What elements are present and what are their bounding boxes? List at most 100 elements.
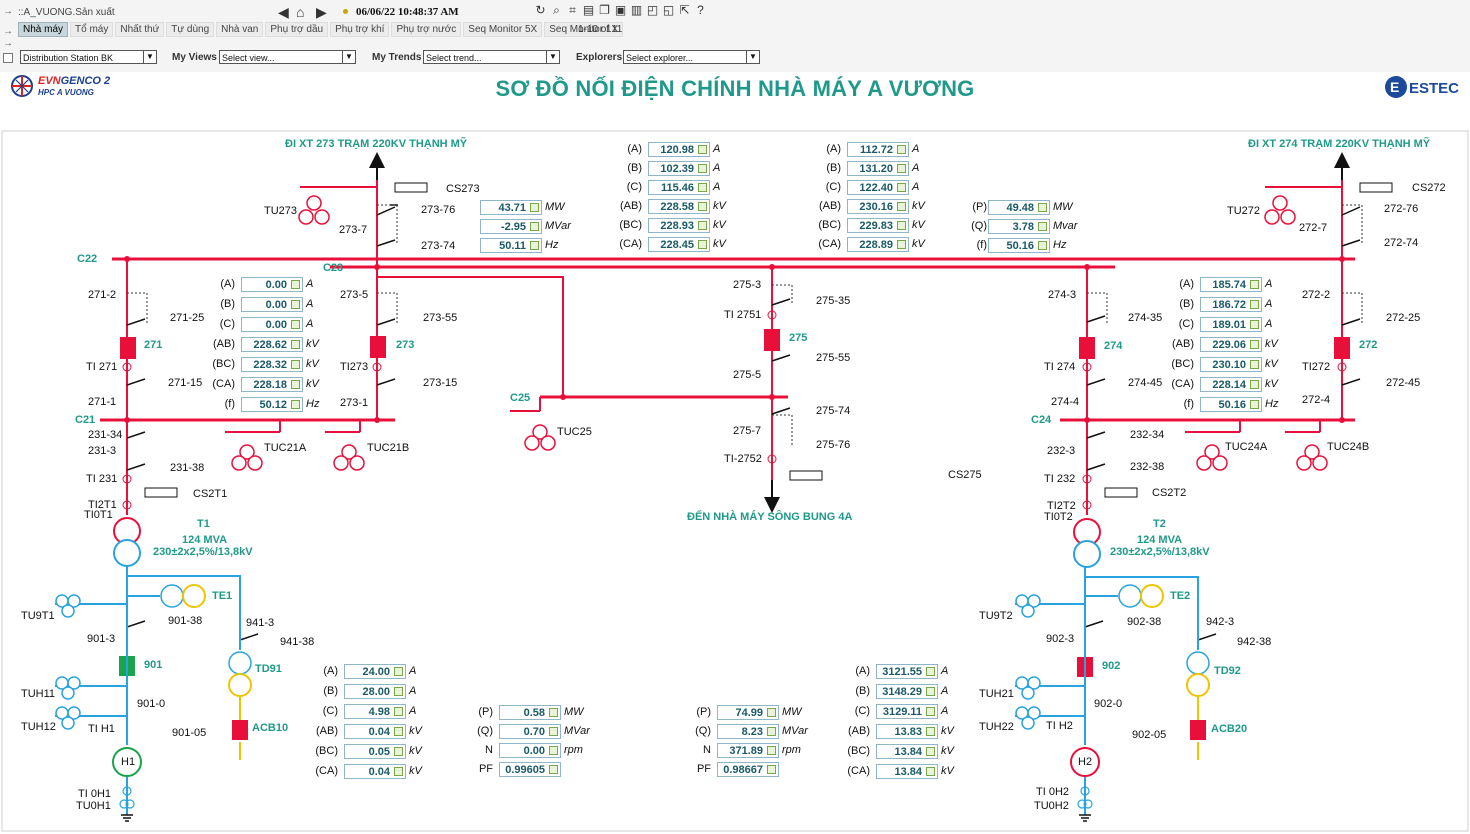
line273-iv-value[interactable]: 228.93 [648,218,710,233]
tab-phu-tro-khi[interactable]: Phụ trợ khí [330,22,390,37]
trend-icon[interactable] [767,746,776,755]
trend-icon[interactable] [1250,300,1259,309]
device-tag-272-74[interactable]: 272-74 [1384,237,1419,249]
trend-icon[interactable] [394,687,403,696]
h1-iv-value[interactable]: 28.00 [344,684,406,699]
device-tag-ti272[interactable]: TI272 [1302,361,1331,373]
device-tag-cs273[interactable]: CS273 [446,183,480,195]
tab-nhat-thu[interactable]: Nhất thứ [115,22,165,37]
line273-iv-value[interactable]: 228.45 [648,237,710,252]
bay274-value[interactable]: 50.16 [1200,397,1262,412]
expand-arrow-icon[interactable]: → [3,6,13,17]
line274-pq-value[interactable]: 49.48 [988,200,1050,215]
line273-iv-value[interactable]: 115.46 [648,180,710,195]
print-icon[interactable]: ▤ [582,3,595,17]
tab-phu-tro-nuoc[interactable]: Phụ trợ nước [391,22,462,37]
trend-icon[interactable] [291,300,300,309]
line274-iv-value[interactable]: 122.40 [847,180,909,195]
device-tag-cs2t1[interactable]: CS2T1 [193,488,228,500]
device-tag-273-1[interactable]: 273-1 [340,397,369,409]
bay274-value[interactable]: 185.74 [1200,277,1262,292]
device-tag-232-3[interactable]: 232-3 [1047,445,1076,457]
search-icon[interactable]: ⌕ [553,3,560,17]
trend-icon[interactable] [767,708,776,717]
device-tag-271-2[interactable]: 271-2 [88,289,117,301]
bay271-value[interactable]: 228.32 [241,357,303,372]
device-tag-tuc24b[interactable]: TUC24B [1327,441,1370,453]
trend-icon[interactable] [1250,320,1259,329]
tab-nha-van[interactable]: Nhà van [216,22,264,37]
device-tag-ti-274[interactable]: TI 274 [1044,361,1076,373]
trend-icon[interactable] [394,767,403,776]
line273-iv-value[interactable]: 228.58 [648,199,710,214]
device-tag-274-35[interactable]: 274-35 [1128,312,1163,324]
forward-icon[interactable]: ▶ [316,4,327,20]
device-tag-273-15[interactable]: 273-15 [423,377,458,389]
station-select[interactable]: Distribution Station BK▼ [20,50,157,64]
trend-icon[interactable] [394,667,403,676]
trend-icon[interactable] [897,240,906,249]
trend-icon[interactable] [291,380,300,389]
device-tag-901-0[interactable]: 901-0 [137,698,166,710]
trend-icon[interactable] [291,280,300,289]
trend-icon[interactable] [1250,380,1259,389]
device-tag-tuc21b[interactable]: TUC21B [367,442,410,454]
h2-pq-value[interactable]: 8.23 [717,724,779,739]
trend-icon[interactable]: ⌗ [569,3,576,17]
device-tag-cs272[interactable]: CS272 [1412,182,1446,194]
trend-icon[interactable] [1250,400,1259,409]
device-tag-901-05[interactable]: 901-05 [172,727,207,739]
device-tag-274-45[interactable]: 274-45 [1128,377,1163,389]
trend-icon[interactable] [767,765,776,774]
trend-icon[interactable] [1250,280,1259,289]
line273-pq-value[interactable]: 50.11 [480,238,542,253]
line274-iv-value[interactable]: 230.16 [847,199,909,214]
device-tag-232-34[interactable]: 232-34 [1130,429,1165,441]
device-tag-ti2t2[interactable]: TI2T2 [1047,500,1076,512]
h2-iv-value[interactable]: 3129.11 [876,704,938,719]
device-tag-tuc24a[interactable]: TUC24A [1225,441,1268,453]
bay271-value[interactable]: 0.00 [241,277,303,292]
row-arrow-icon[interactable]: → [3,38,13,49]
bay274-value[interactable]: 229.06 [1200,337,1262,352]
device-tag-271-15[interactable]: 271-15 [168,377,203,389]
device-tag-tuh21[interactable]: TUH21 [979,688,1014,700]
device-tag-274-3[interactable]: 274-3 [1048,289,1077,301]
h1-iv-value[interactable]: 4.98 [344,704,406,719]
breaker-902-label[interactable]: 902 [1102,660,1121,672]
list-icon[interactable]: ▥ [630,3,643,17]
trend-icon[interactable] [897,202,906,211]
line274-pq-value[interactable]: 3.78 [988,219,1050,234]
h1-pq-value[interactable]: 0.99605 [499,762,561,777]
device-tag-272-76[interactable]: 272-76 [1384,203,1419,215]
device-tag-273-74[interactable]: 273-74 [421,240,456,252]
device-tag-272-45[interactable]: 272-45 [1386,377,1421,389]
trend-icon[interactable] [698,145,707,154]
h2-iv-value[interactable]: 13.84 [876,764,938,779]
device-tag-231-3[interactable]: 231-3 [88,445,117,457]
device-tag-273-76[interactable]: 273-76 [421,204,456,216]
device-tag-273-55[interactable]: 273-55 [423,312,458,324]
my-trends-select[interactable]: Select trend...▼ [423,50,560,64]
device-tag-275-74[interactable]: 275-74 [816,405,851,417]
trend-icon[interactable] [1038,241,1047,250]
device-tag-ti0t2[interactable]: TI0T2 [1044,511,1073,523]
tab-nha-may[interactable]: Nhà máy [18,22,69,37]
trend-icon[interactable] [549,765,558,774]
window-icon[interactable]: ◰ [646,3,659,17]
line274-pq-value[interactable]: 50.16 [988,238,1050,253]
device-tag-902-3[interactable]: 902-3 [1046,633,1075,645]
line273-pq-value[interactable]: -2.95 [480,219,542,234]
explorers-select[interactable]: Select explorer...▼ [623,50,760,64]
trend-icon[interactable] [291,320,300,329]
h2-iv-value[interactable]: 3121.55 [876,664,938,679]
bay274-value[interactable]: 186.72 [1200,297,1262,312]
device-tag-275-5[interactable]: 275-5 [733,369,762,381]
device-tag-902-0[interactable]: 902-0 [1094,698,1123,710]
home-icon[interactable]: ⌂ [296,4,305,20]
trend-icon[interactable] [698,240,707,249]
device-tag-942-38[interactable]: 942-38 [1237,636,1272,648]
help-icon[interactable]: ? [697,3,704,17]
breaker-272-label[interactable]: 272 [1359,339,1378,351]
trend-icon[interactable] [897,145,906,154]
